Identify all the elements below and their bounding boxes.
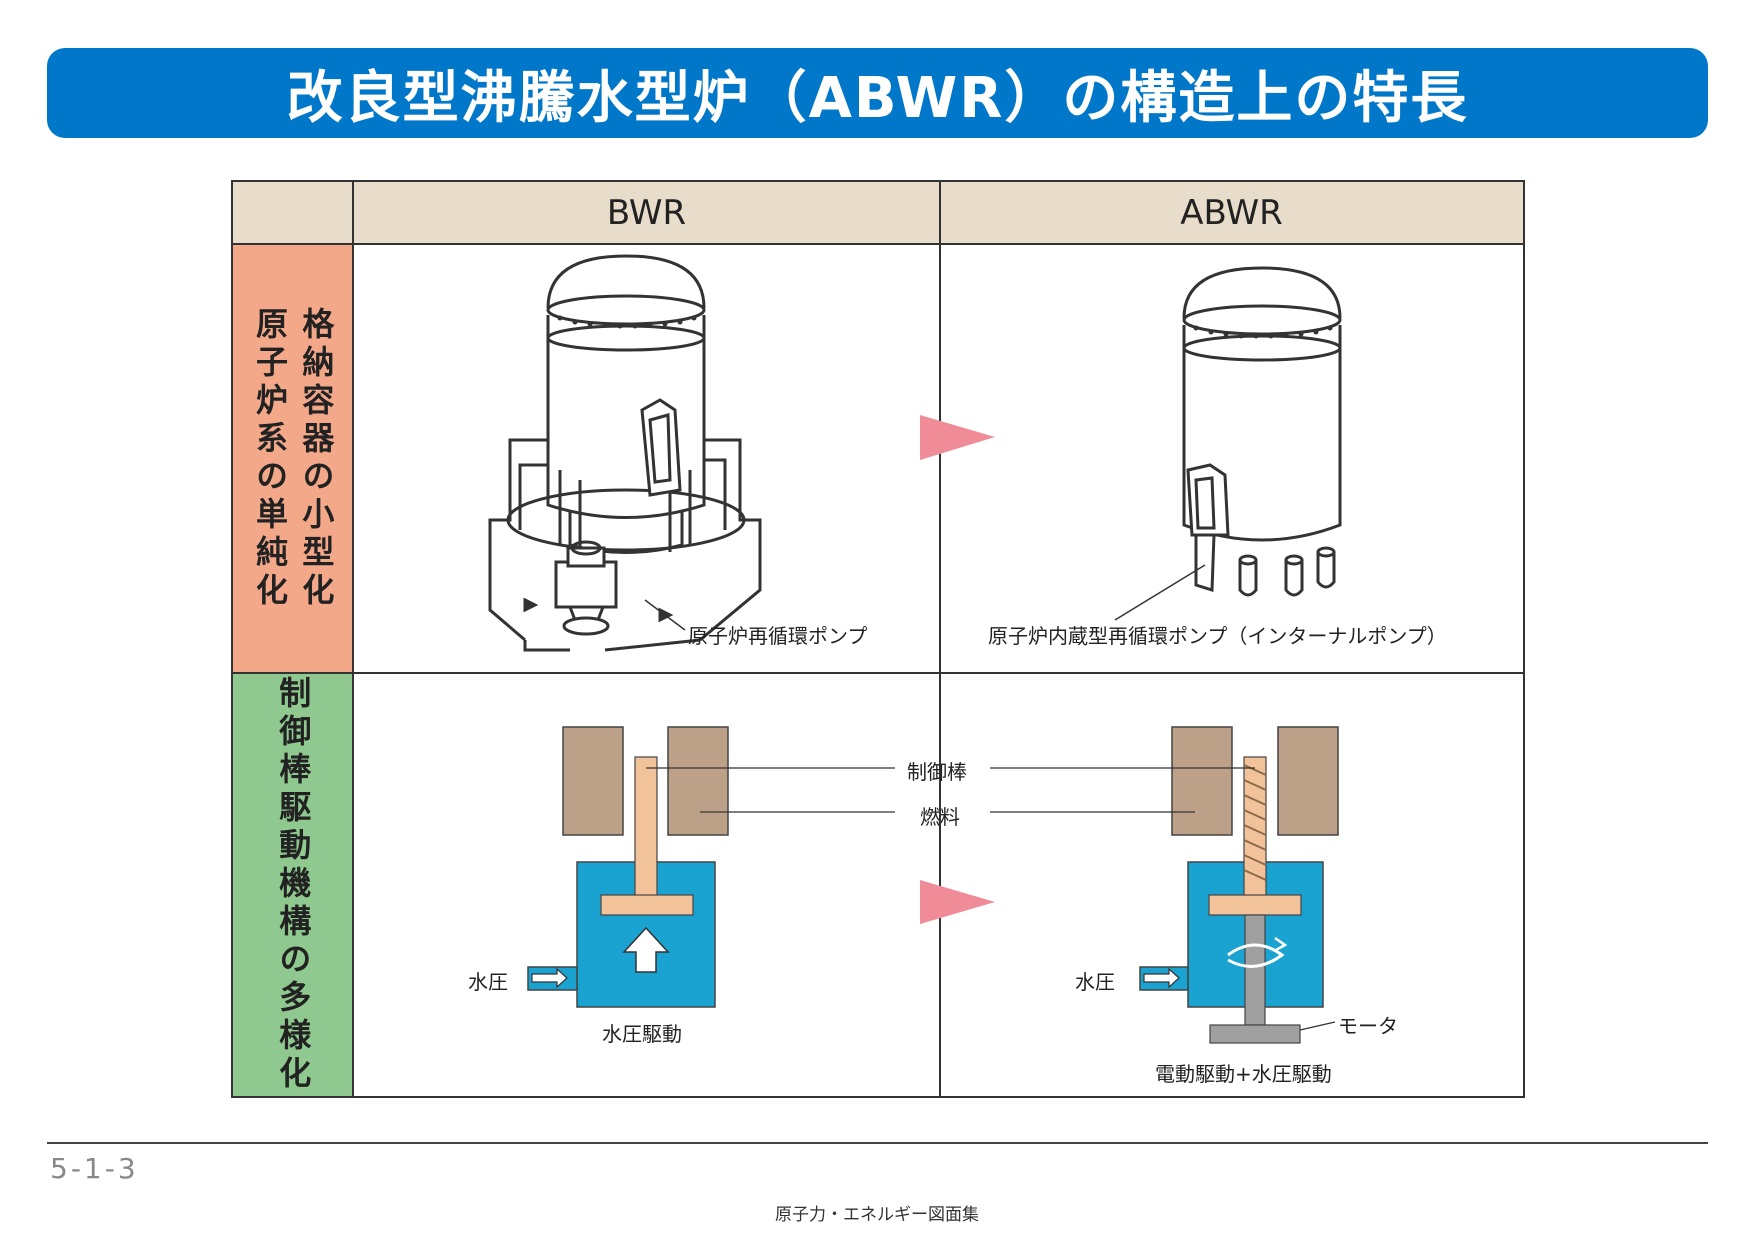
abwr-screw-rod [1243,756,1267,898]
abwr-fuel-right [1277,726,1339,836]
transition-arrow-top [920,415,995,460]
bwr-water-arrow [531,967,568,989]
row-label-control-rod: 制御棒駆動機構の多様化 [233,673,353,1096]
bwr-up-arrow [622,926,670,973]
header-bwr: BWR [353,182,940,244]
bwr-fuel-right [667,726,729,836]
header-empty-cell [233,182,353,244]
row-label-containment: 格納容器の小型化 原子炉系の単純化 [233,244,353,673]
label-column-divider [352,182,354,1096]
row-label-containment-text: 格納容器の小型化 原子炉系の単純化 [247,307,340,611]
motor-leader [1299,1021,1336,1031]
abwr-reactor-vessel [1182,266,1342,597]
abwr-control-rod-plate [1208,894,1302,916]
row-divider [233,672,1523,674]
comparison-table: BWR ABWR 格納容器の小型化 原子炉系の単純化 制御棒駆動機構の多様化 [231,180,1525,1098]
header-abwr: ABWR [940,182,1523,244]
abwr-pump-leader [1114,564,1206,621]
bwr-pump-leader [644,599,686,631]
page-number: 5-1-3 [50,1152,139,1185]
abwr-water-arrow [1143,967,1180,989]
bwr-drive-label: 水圧駆動 [602,1022,682,1046]
abwr-rotation-arrow-outline [1274,936,1288,952]
header-divider [233,243,1523,245]
fuel-label: 燃料 [920,805,960,829]
abwr-motor-base [1209,1024,1301,1044]
water-pressure-label-left: 水圧 [468,970,508,994]
abwr-drive-label: 電動駆動+水圧駆動 [1155,1062,1332,1086]
abwr-pump-label: 原子炉内蔵型再循環ポンプ（インターナルポンプ） [988,624,1447,648]
abwr-fuel-left [1171,726,1233,836]
row-label-control-rod-text: 制御棒駆動機構の多様化 [274,675,313,1094]
footer-source: 原子力・エネルギー図面集 [775,1205,979,1225]
abwr-motor-shaft [1244,914,1266,1026]
water-pressure-label-right: 水圧 [1075,970,1115,994]
footer-divider [47,1142,1708,1144]
row-label-line2: 原子炉系の単純化 [251,306,289,611]
row-label-line1: 格納容器の小型化 [297,306,336,611]
bwr-control-rod-plate [600,894,694,916]
transition-arrow-bottom [920,880,995,924]
motor-label: モータ [1338,1014,1398,1038]
control-rod-label: 制御棒 [907,760,967,784]
bwr-pump-label: 原子炉再循環ポンプ [688,624,868,648]
bwr-control-rod-shaft [634,756,658,898]
bwr-reactor-vessel [488,254,762,652]
bwr-fuel-left [562,726,624,836]
title-bar: 改良型沸騰水型炉（ABWR）の構造上の特長 [47,48,1708,138]
page-title: 改良型沸騰水型炉（ABWR）の構造上の特長 [286,65,1469,131]
center-column-divider [939,182,941,1096]
abwr-rotation-arrow [1227,943,1285,968]
